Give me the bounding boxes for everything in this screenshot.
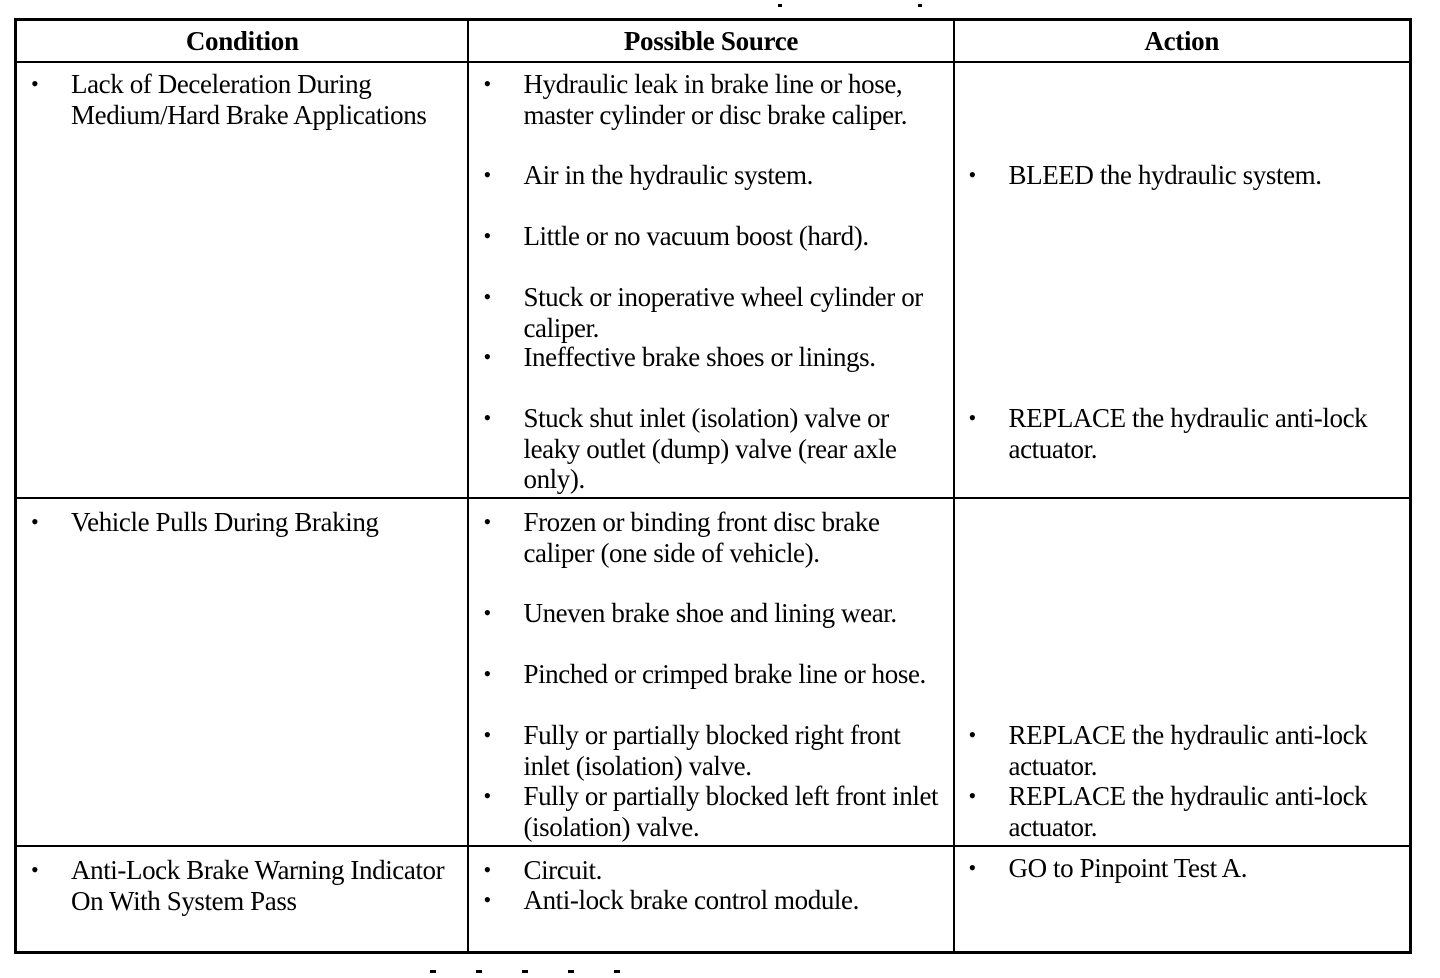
source-item: • Little or no vacuum boost (hard).	[469, 221, 952, 252]
action-cell: • GO to Pinpoint Test A.	[952, 845, 1412, 954]
source-item: • Ineffective brake shoes or linings.	[469, 342, 952, 373]
bullet-icon: •	[483, 405, 491, 430]
source-item: • Stuck or inoperative wheel cylinder or…	[469, 282, 952, 343]
source-item: • Air in the hydraulic system.	[469, 160, 952, 191]
condition-cell: • Anti-Lock Brake Warning Indicator On W…	[14, 845, 470, 954]
source-text: Pinched or crimped brake line or hose.	[523, 659, 926, 689]
source-text: Air in the hydraulic system.	[523, 160, 813, 190]
header-action: Action	[952, 18, 1412, 63]
condition-cell: • Vehicle Pulls During Braking	[14, 497, 470, 847]
bullet-icon: •	[483, 71, 491, 96]
action-text: REPLACE the hydraulic anti-lock actuator…	[1008, 403, 1368, 464]
action-text: REPLACE the hydraulic anti-lock actuator…	[1008, 781, 1368, 842]
bullet-icon: •	[31, 71, 39, 96]
bullet-icon: •	[968, 783, 977, 808]
source-item: • Frozen or binding front disc brake cal…	[469, 507, 952, 568]
bullet-icon: •	[483, 887, 491, 912]
bullet-icon: •	[31, 509, 39, 534]
source-text: Stuck or inoperative wheel cylinder or c…	[523, 282, 923, 343]
bullet-icon: •	[483, 162, 491, 187]
bullet-icon: •	[483, 509, 491, 534]
action-item: • REPLACE the hydraulic anti-lock actuat…	[955, 781, 1410, 842]
bullet-icon: •	[483, 661, 491, 686]
bullet-icon: •	[483, 722, 491, 747]
table-row: • Lack of Deceleration During Medium/Har…	[14, 61, 1412, 499]
source-text: Ineffective brake shoes or linings.	[523, 342, 876, 372]
source-item: • Fully or partially blocked left front …	[469, 781, 952, 842]
action-text: GO to Pinpoint Test A.	[1008, 853, 1248, 883]
source-text: Frozen or binding front disc brake calip…	[523, 507, 880, 568]
source-text: Fully or partially blocked right front i…	[523, 720, 901, 781]
diagnosis-table: Condition Possible Source Action • Lack …	[14, 18, 1412, 954]
scan-speck	[778, 4, 782, 7]
action-text: REPLACE the hydraulic anti-lock actuator…	[1008, 720, 1368, 781]
condition-text: Lack of Deceleration During Medium/Hard …	[71, 69, 427, 130]
action-cell: • BLEED the hydraulic system. • REPLACE …	[952, 61, 1412, 499]
source-item: • Uneven brake shoe and lining wear.	[469, 598, 952, 629]
source-text: Little or no vacuum boost (hard).	[523, 221, 869, 251]
source-cell: • Circuit. • Anti-lock brake control mod…	[467, 845, 955, 954]
header-row: Condition Possible Source Action	[14, 18, 1412, 63]
bullet-icon: •	[968, 855, 977, 880]
bullet-icon: •	[483, 783, 491, 808]
bullet-icon: •	[31, 857, 39, 882]
cropped-footer-marks	[430, 956, 750, 978]
source-text: Fully or partially blocked left front in…	[523, 781, 939, 842]
condition-entry: • Anti-Lock Brake Warning Indicator On W…	[17, 855, 467, 916]
action-text: BLEED the hydraulic system.	[1008, 160, 1323, 190]
source-text: Hydraulic leak in brake line or hose, ma…	[523, 69, 908, 130]
bullet-icon: •	[483, 284, 491, 309]
condition-entry: • Vehicle Pulls During Braking	[17, 507, 467, 538]
header-condition: Condition	[14, 18, 470, 63]
action-cell: • REPLACE the hydraulic anti-lock actuat…	[952, 497, 1412, 847]
action-item: • REPLACE the hydraulic anti-lock actuat…	[955, 403, 1410, 464]
bullet-icon: •	[968, 162, 977, 187]
action-item: • GO to Pinpoint Test A.	[955, 853, 1410, 884]
source-text: Circuit.	[523, 855, 603, 885]
table-row: • Anti-Lock Brake Warning Indicator On W…	[14, 845, 1412, 954]
bullet-icon: •	[968, 405, 977, 430]
source-item: • Circuit.	[469, 855, 952, 886]
condition-text: Vehicle Pulls During Braking	[71, 507, 379, 537]
action-item: • REPLACE the hydraulic anti-lock actuat…	[955, 720, 1410, 781]
source-cell: • Hydraulic leak in brake line or hose, …	[467, 61, 955, 499]
bullet-icon: •	[483, 600, 491, 625]
condition-cell: • Lack of Deceleration During Medium/Har…	[14, 61, 470, 499]
source-item: • Pinched or crimped brake line or hose.	[469, 659, 952, 690]
source-item: • Stuck shut inlet (isolation) valve or …	[469, 403, 952, 495]
source-item: • Anti-lock brake control module.	[469, 885, 952, 916]
header-possible-source: Possible Source	[467, 18, 955, 63]
bullet-icon: •	[483, 223, 491, 248]
source-text: Anti-lock brake control module.	[523, 885, 859, 915]
source-item: • Hydraulic leak in brake line or hose, …	[469, 69, 952, 130]
action-item: • BLEED the hydraulic system.	[955, 160, 1410, 191]
source-cell: • Frozen or binding front disc brake cal…	[467, 497, 955, 847]
source-text: Uneven brake shoe and lining wear.	[523, 598, 897, 628]
scan-speck	[918, 4, 922, 7]
condition-entry: • Lack of Deceleration During Medium/Har…	[17, 69, 467, 130]
table-row: • Vehicle Pulls During Braking • Frozen …	[14, 497, 1412, 847]
source-item: • Fully or partially blocked right front…	[469, 720, 952, 781]
source-text: Stuck shut inlet (isolation) valve or le…	[523, 403, 897, 494]
condition-text: Anti-Lock Brake Warning Indicator On Wit…	[71, 855, 445, 916]
bullet-icon: •	[483, 857, 491, 882]
bullet-icon: •	[968, 722, 977, 747]
bullet-icon: •	[483, 344, 491, 369]
